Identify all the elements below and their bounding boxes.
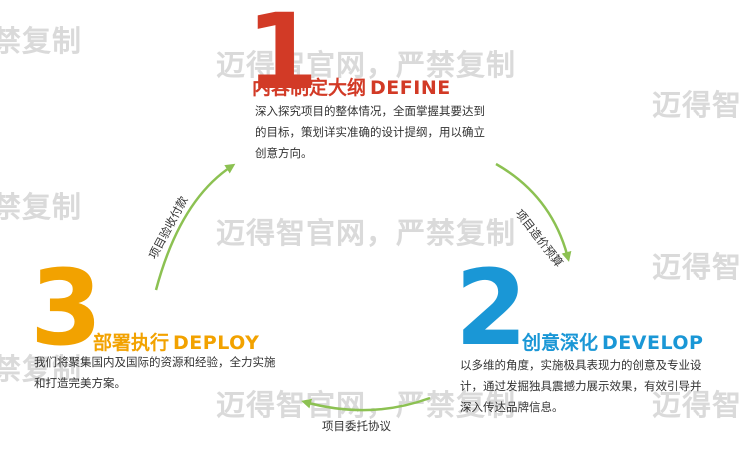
desc-line: 计，通过发掘独具震撼力展示效果，有效引导并 — [460, 379, 702, 393]
step-number-1: 1 — [246, 0, 319, 113]
watermark: 禁复制 — [0, 352, 83, 386]
watermark: 迈得智官网，严禁复制 — [216, 216, 517, 250]
watermark: 迈得智 — [652, 388, 743, 422]
desc-line: 深入探究项目的整体情况，全面掌握其要达到 — [255, 104, 485, 118]
step-desc-develop: 以多维的角度，实施极具表现力的创意及专业设 计，通过发掘独具震撼力展示效果，有效… — [460, 355, 702, 418]
arrow-develop-to-deploy — [301, 396, 431, 412]
watermark: 禁复制 — [0, 190, 83, 224]
watermark: 迈得智 — [652, 250, 743, 284]
desc-line: 我们将聚集国内及国际的资源和经验，全力实施 — [34, 355, 276, 369]
desc-line: 创意方向。 — [255, 146, 313, 160]
step-number-3: 3 — [30, 247, 103, 369]
step-title-en: DEVELOP — [602, 332, 704, 354]
step-title-cn: 创意深化 — [522, 332, 599, 354]
step-title-en: DEPLOY — [173, 332, 260, 354]
step-desc-define: 深入探究项目的整体情况，全面掌握其要达到 的目标，策划详实准确的设计提纲，用以确… — [255, 101, 485, 164]
desc-line: 的目标，策划详实准确的设计提纲，用以确立 — [255, 125, 485, 139]
watermark: 禁复制 — [0, 24, 83, 58]
desc-line: 以多维的角度，实施极具表现力的创意及专业设 — [460, 358, 702, 372]
step-desc-deploy: 我们将聚集国内及国际的资源和经验，全力实施 和打造完美方案。 — [34, 352, 276, 394]
arrow-define-to-develop — [495, 162, 572, 262]
arrow-label-agreement: 项目委托协议 — [322, 419, 391, 433]
step-title-cn: 内容制定大纲 — [252, 77, 367, 99]
watermark: 迈得智 — [652, 88, 743, 122]
watermark: 迈得智官网，严禁复制 — [216, 48, 517, 82]
watermark: 迈得智官网，严禁复制 — [216, 388, 517, 422]
desc-line: 和打造完美方案。 — [34, 376, 126, 390]
arrow-deploy-to-define — [154, 163, 236, 291]
step-title-en: DEFINE — [370, 77, 451, 99]
step-number-2: 2 — [455, 247, 528, 369]
desc-line: 深入传达品牌信息。 — [460, 400, 564, 414]
step-title-cn: 部署执行 — [93, 332, 170, 354]
